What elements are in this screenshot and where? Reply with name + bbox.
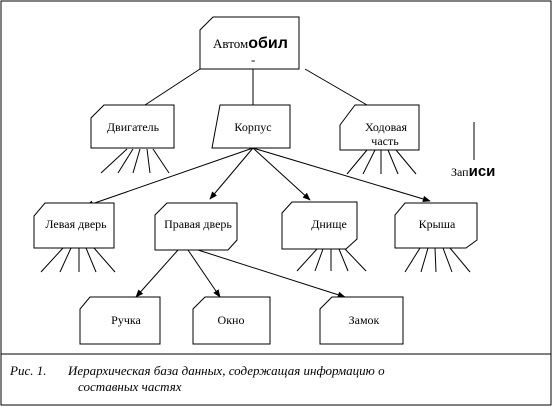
node-lock-shape (319, 296, 404, 345)
node-chassis-label-2: часть (371, 134, 399, 148)
caption-line-1: Рис. 1. Иерархическая база данных, содерж… (10, 363, 540, 379)
node-window-shape (192, 296, 271, 345)
root-connectors (144, 68, 368, 106)
caption-text-1: Иерархическая база данных, содержащая ин… (68, 363, 385, 378)
node-bottom-label: Днище (311, 217, 347, 231)
node-body-label: Корпус (234, 120, 271, 134)
body-arrows (85, 147, 431, 207)
node-lock-label: Замок (349, 313, 380, 327)
figure-caption: Рис. 1. Иерархическая база данных, содерж… (10, 363, 540, 395)
node-engine-label: Двигатель (107, 120, 160, 134)
node-body-shape (211, 104, 291, 149)
node-hatches (40, 148, 471, 273)
node-bottom-shape (281, 201, 358, 250)
node-right-door-shape (154, 202, 238, 251)
node-engine-shape (90, 104, 175, 149)
node-chassis-shape (339, 104, 420, 151)
node-root-label: Автомобил (213, 35, 288, 52)
node-right-door-label: Правая дверь (164, 217, 232, 231)
node-root-label-hyphen: - (251, 52, 255, 67)
node-roof-shape (394, 202, 478, 249)
node-left-door-label: Левая дверь (45, 217, 107, 231)
caption-number: Рис. 1. (10, 363, 47, 378)
door-arrows (135, 249, 346, 298)
node-roof-label: Крыша (419, 217, 456, 231)
node-handle-label: Ручка (111, 313, 141, 327)
caption-line-2: составных частях (78, 379, 182, 394)
note-label: Записи (451, 163, 495, 180)
node-left-door-shape (33, 202, 115, 249)
node-root-shape (199, 16, 300, 70)
node-handle-shape (79, 296, 161, 345)
node-shapes (33, 16, 478, 345)
node-chassis-label-1: Ходовая (365, 120, 408, 134)
node-window-label: Окно (218, 313, 245, 327)
